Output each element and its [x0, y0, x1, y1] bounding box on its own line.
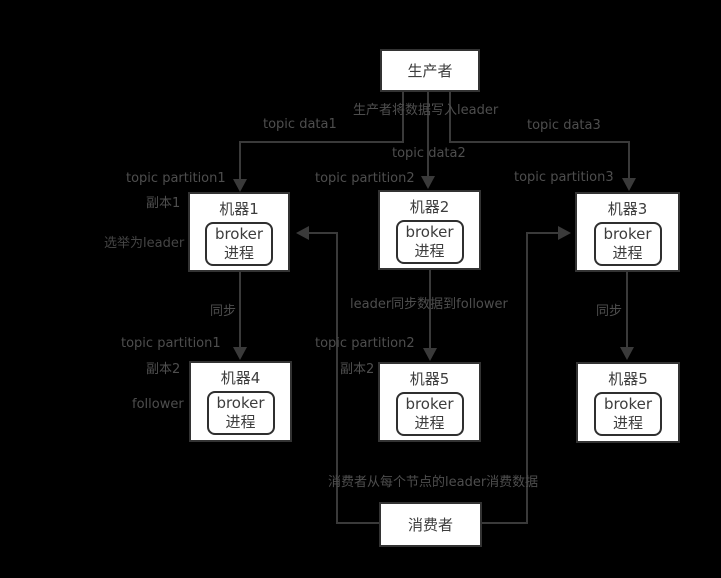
label-elected-as-leader: 选举为leader — [104, 236, 185, 251]
process-label: 进程 — [612, 244, 643, 262]
machine-box-1: 机器1 broker 进程 — [188, 192, 290, 272]
label-topic-data1: topic data1 — [263, 117, 337, 132]
label-follower: follower — [132, 397, 184, 412]
arrowhead-down-machine4 — [233, 347, 247, 360]
label-consumer-consumes-from-leader: 消费者从每个节点的leader消费数据 — [328, 475, 539, 490]
label-topic-data3: topic data3 — [527, 118, 601, 133]
arrowhead-down-machine2 — [421, 176, 435, 189]
broker-process-box: broker 进程 — [206, 391, 275, 435]
machine-box-4: 机器4 broker 进程 — [189, 361, 292, 442]
broker-process-box: broker 进程 — [395, 392, 464, 436]
label-sync-left: 同步 — [210, 304, 237, 319]
consumer-box: 消费者 — [379, 502, 482, 547]
process-label: 进程 — [414, 414, 445, 432]
arrowhead-down-machine5 — [423, 348, 437, 361]
process-label: 进程 — [414, 242, 445, 260]
arrow-consumer-to-machine1 — [309, 232, 379, 524]
arrow-consumer-to-machine3 — [482, 232, 558, 524]
process-label: 进程 — [223, 244, 254, 262]
producer-label: 生产者 — [407, 62, 453, 80]
broker-label: broker — [405, 223, 454, 241]
broker-label: broker — [405, 395, 454, 413]
machine-box-2: 机器2 broker 进程 — [378, 190, 481, 270]
broker-label: broker — [603, 395, 653, 413]
label-topic-partition2-top: topic partition2 — [315, 171, 415, 186]
label-topic-partition1-bottom: topic partition1 — [121, 336, 221, 351]
machine-title: 机器3 — [607, 200, 648, 218]
machine-box-3: 机器3 broker 进程 — [575, 192, 680, 272]
label-topic-partition1-top: topic partition1 — [126, 171, 226, 186]
broker-process-box: broker 进程 — [593, 222, 662, 266]
machine-title: 机器1 — [219, 200, 259, 218]
broker-label: broker — [216, 394, 265, 412]
machine-box-6: 机器5 broker 进程 — [576, 362, 680, 443]
arrowhead-down-machine3 — [622, 178, 636, 191]
broker-process-box: broker 进程 — [205, 222, 273, 266]
label-producer-writes-to-leader: 生产者将数据写入leader — [353, 103, 499, 118]
arrowhead-right-machine3 — [558, 226, 571, 240]
broker-label: broker — [214, 225, 264, 243]
label-topic-partition2-bottom: topic partition2 — [315, 336, 415, 351]
arrowhead-left-machine1 — [296, 226, 309, 240]
label-sync-right: 同步 — [596, 304, 623, 319]
process-label: 进程 — [612, 414, 643, 432]
process-label: 进程 — [225, 413, 256, 431]
label-replica2-left: 副本2 — [146, 362, 181, 377]
label-replica1: 副本1 — [146, 196, 181, 211]
consumer-label: 消费者 — [407, 516, 453, 534]
machine-title: 机器5 — [409, 370, 450, 388]
machine-title: 机器4 — [220, 369, 261, 387]
broker-process-box: broker 进程 — [594, 392, 662, 436]
machine-box-5: 机器5 broker 进程 — [378, 362, 481, 442]
broker-process-box: broker 进程 — [395, 220, 464, 264]
label-leader-sync-to-follower: leader同步数据到follower — [350, 297, 508, 312]
machine-title: 机器2 — [409, 198, 450, 216]
label-topic-partition3: topic partition3 — [514, 170, 614, 185]
arrow-producer-to-machine3 — [449, 92, 630, 179]
label-topic-data2: topic data2 — [392, 146, 466, 161]
arrow-producer-to-machine1 — [239, 92, 404, 180]
machine-title: 机器5 — [608, 370, 648, 388]
label-replica2-mid: 副本2 — [340, 362, 375, 377]
producer-box: 生产者 — [380, 49, 480, 92]
arrowhead-down-machine5r — [620, 347, 634, 360]
arrowhead-down-machine1 — [233, 179, 247, 192]
broker-label: broker — [603, 225, 652, 243]
